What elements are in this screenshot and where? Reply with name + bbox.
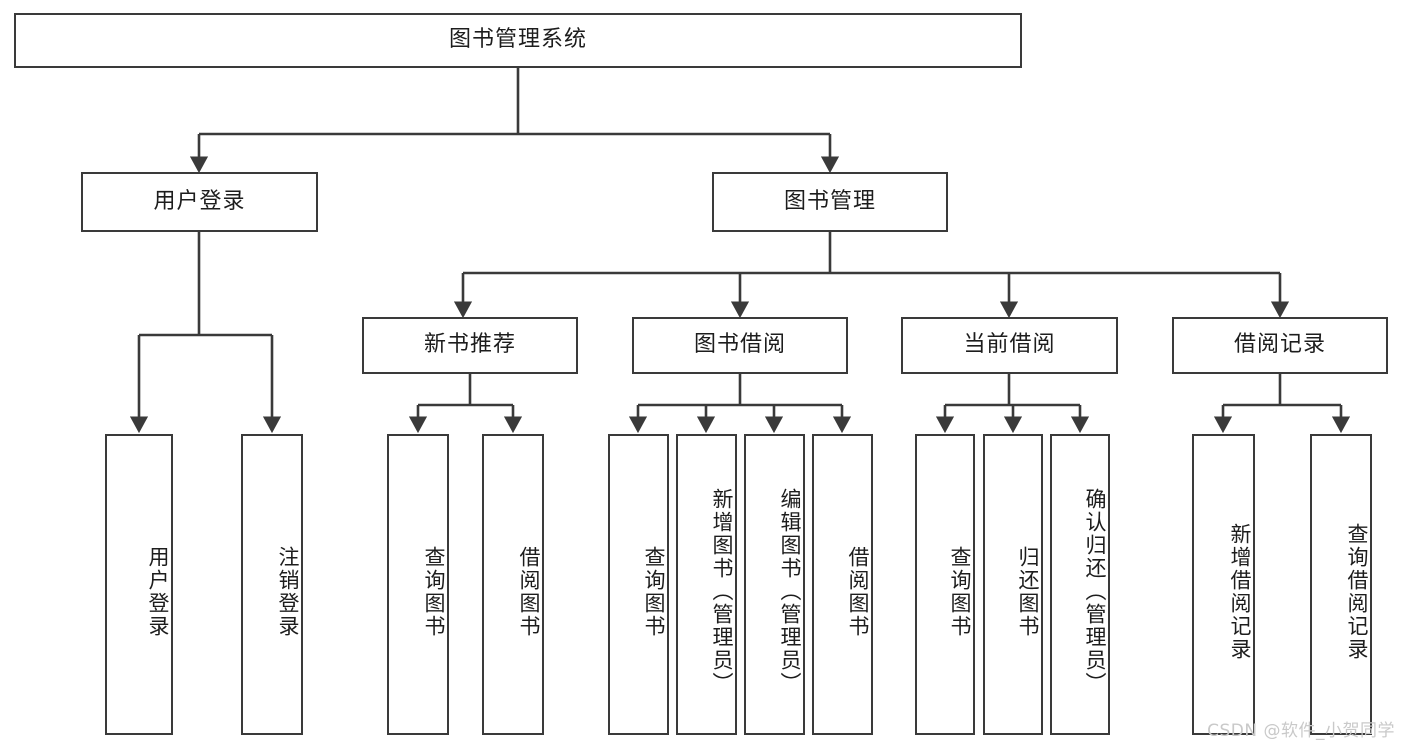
node-leaf-query-book-1-label: 查询图书 [422, 545, 446, 638]
node-book-manage-label: 图书管理 [783, 188, 876, 214]
node-leaf-query-book-1[interactable]: 查询图书 [387, 434, 449, 735]
node-current-borrow-label: 当前借阅 [963, 332, 1056, 358]
node-leaf-query-book-2[interactable]: 查询图书 [608, 434, 669, 735]
node-root[interactable]: 图书管理系统 [14, 13, 1022, 68]
node-leaf-user-login-label: 用户登录 [146, 545, 170, 638]
node-leaf-confirm-return-label: 确认归还（管理员） [1083, 488, 1107, 695]
node-book-borrow-label: 图书借阅 [693, 332, 786, 358]
node-leaf-borrow-book-1[interactable]: 借阅图书 [482, 434, 544, 735]
node-leaf-query-book-3-label: 查询图书 [948, 545, 972, 638]
node-leaf-query-book-2-label: 查询图书 [642, 545, 666, 638]
node-book-manage[interactable]: 图书管理 [712, 172, 948, 232]
node-current-borrow[interactable]: 当前借阅 [901, 317, 1118, 374]
node-leaf-add-record-label: 新增借阅记录 [1228, 522, 1252, 661]
node-user-login[interactable]: 用户登录 [81, 172, 318, 232]
node-leaf-add-book-label: 新增图书（管理员） [710, 488, 734, 695]
node-leaf-logout[interactable]: 注销登录 [241, 434, 303, 735]
node-leaf-borrow-book-1-label: 借阅图书 [517, 545, 541, 638]
node-leaf-return-book[interactable]: 归还图书 [983, 434, 1043, 735]
node-leaf-edit-book[interactable]: 编辑图书（管理员） [744, 434, 805, 735]
node-leaf-logout-label: 注销登录 [276, 545, 300, 638]
node-leaf-user-login[interactable]: 用户登录 [105, 434, 173, 735]
node-leaf-add-book[interactable]: 新增图书（管理员） [676, 434, 737, 735]
node-leaf-add-record[interactable]: 新增借阅记录 [1192, 434, 1255, 735]
node-new-book-recommend-label: 新书推荐 [423, 332, 516, 358]
node-leaf-return-book-label: 归还图书 [1016, 545, 1040, 638]
node-user-login-label: 用户登录 [153, 188, 246, 214]
node-borrow-record-label: 借阅记录 [1233, 332, 1326, 358]
node-leaf-query-book-3[interactable]: 查询图书 [915, 434, 975, 735]
node-leaf-edit-book-label: 编辑图书（管理员） [778, 488, 802, 695]
node-new-book-recommend[interactable]: 新书推荐 [362, 317, 578, 374]
csdn-watermark: CSDN @软件_小贺同学 [1207, 721, 1395, 741]
node-leaf-query-record[interactable]: 查询借阅记录 [1310, 434, 1372, 735]
node-leaf-query-record-label: 查询借阅记录 [1345, 522, 1369, 661]
node-root-label: 图书管理系统 [448, 27, 587, 53]
node-book-borrow[interactable]: 图书借阅 [632, 317, 848, 374]
node-leaf-confirm-return[interactable]: 确认归还（管理员） [1050, 434, 1110, 735]
node-leaf-borrow-book-2[interactable]: 借阅图书 [812, 434, 873, 735]
node-borrow-record[interactable]: 借阅记录 [1172, 317, 1388, 374]
node-leaf-borrow-book-2-label: 借阅图书 [846, 545, 870, 638]
